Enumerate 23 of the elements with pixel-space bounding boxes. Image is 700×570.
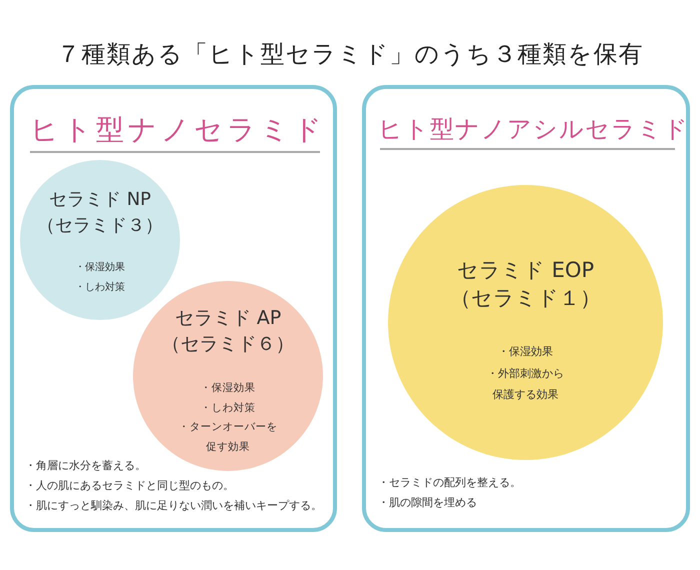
bullet-text: ・人の肌にあるセラミドと同じ型のもの。 (25, 478, 234, 494)
circle-heading: セラミド EOP (456, 257, 594, 284)
circle-subheading: （セラミド１） (450, 285, 601, 312)
bullet-text: ・肌の隙間を埋める (378, 495, 477, 511)
bullet-text: ・肌にすっと馴染み、肌に足りない潤いを補いキープする。 (25, 498, 322, 514)
bullet-text: ・セラミドの配列を整える。 (378, 475, 521, 491)
circle-heading: セラミド AP (174, 306, 282, 331)
circle-heading: セラミド NP (48, 188, 152, 212)
bullet-text: ・しわ対策 (75, 280, 125, 295)
bullet-text: ・角層に水分を蓄える。 (25, 458, 146, 474)
info-panel (362, 85, 690, 532)
circle-subheading: （セラミド６） (162, 332, 294, 357)
panel-heading: ヒト型ナノセラミド (30, 113, 326, 147)
bullet-text: ・ターンオーバーを促す効果 (178, 420, 278, 454)
info-panel (10, 85, 337, 532)
page-title: ７種類ある「ヒト型セラミド」のうち３種類を保有 (56, 39, 644, 70)
circle-subheading: （セラミド３） (37, 214, 163, 238)
bullet-text: ・保湿効果 (498, 344, 553, 360)
bullet-text: ・保湿効果 (75, 260, 125, 275)
bullet-text: ・外部刺激から保護する効果 (486, 366, 565, 403)
bullet-text: ・しわ対策 (200, 400, 256, 416)
panel-heading: ヒト型ナノアシルセラミド (378, 115, 689, 144)
bullet-text: ・保湿効果 (200, 381, 256, 396)
